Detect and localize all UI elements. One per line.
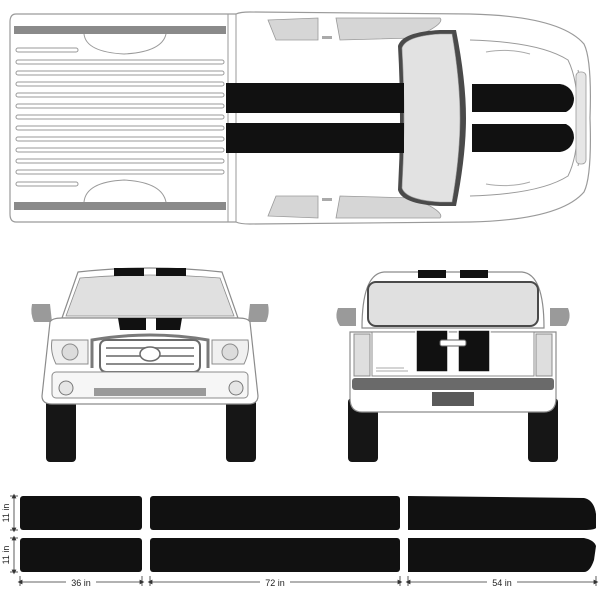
truck-cab bbox=[235, 14, 466, 222]
front-right-mirror bbox=[248, 304, 269, 322]
top-view-stripes bbox=[226, 83, 574, 153]
tailgate-handle bbox=[439, 339, 467, 347]
rear-roof-stripe-left bbox=[418, 270, 446, 278]
stripe-top-upper-hood bbox=[472, 84, 574, 112]
front-roof-stripe-right bbox=[156, 268, 186, 276]
tailgate-stripe-left bbox=[415, 329, 449, 373]
kit-stripe-section-3-top bbox=[408, 496, 596, 530]
rear-right-tire bbox=[528, 398, 558, 462]
bed-rail-bottom bbox=[14, 202, 226, 210]
wheel-well-bottom bbox=[83, 179, 167, 203]
truck-top-view bbox=[9, 11, 591, 225]
rear-roof-stripe-right bbox=[460, 270, 488, 278]
truck-rear-view bbox=[336, 270, 570, 462]
front-right-tire bbox=[226, 398, 256, 462]
door-handle-top bbox=[322, 36, 332, 39]
rear-window bbox=[367, 281, 539, 327]
truck-hood bbox=[469, 39, 587, 197]
rear-left-tire bbox=[348, 398, 378, 462]
side-window-rear-top bbox=[267, 17, 319, 41]
rear-left-taillight bbox=[353, 333, 371, 377]
wheel-well-top bbox=[83, 33, 167, 55]
kit-stripe-section-3-bottom bbox=[408, 538, 596, 572]
front-windshield bbox=[65, 274, 235, 317]
truck-bed bbox=[14, 14, 229, 222]
tailgate-stripe-right bbox=[457, 329, 491, 373]
door-handle-bottom bbox=[322, 198, 332, 201]
dimension-width-top: 11 in bbox=[1, 504, 11, 523]
stripe-top-lower-cab bbox=[226, 123, 404, 153]
rear-right-taillight bbox=[535, 333, 553, 377]
stripe-kit-layout: 11 in 11 in 36 in 72 in 54 in bbox=[1, 493, 599, 588]
bed-ribs bbox=[15, 47, 225, 187]
width-dimension-lines bbox=[10, 493, 18, 575]
front-bull-bar bbox=[90, 333, 210, 368]
front-lower-grille bbox=[94, 388, 206, 396]
front-hood-stripe-right bbox=[156, 318, 182, 330]
dimension-section-1: 36 in bbox=[71, 578, 91, 588]
front-hood-stripe-left bbox=[118, 318, 146, 330]
side-window-rear-bottom bbox=[267, 195, 319, 219]
rear-bumper bbox=[352, 378, 554, 390]
rear-left-mirror bbox=[336, 308, 356, 326]
kit-stripe-section-2-top bbox=[150, 496, 400, 530]
rear-right-mirror bbox=[550, 308, 570, 326]
kit-stripe-section-1-bottom bbox=[20, 538, 142, 572]
stripe-top-upper-cab bbox=[226, 83, 404, 113]
front-right-foglight bbox=[228, 380, 244, 396]
windshield bbox=[401, 33, 461, 203]
bed-rail-top bbox=[14, 26, 226, 34]
kit-stripe-section-2-bottom bbox=[150, 538, 400, 572]
front-left-foglight bbox=[58, 380, 74, 396]
dimension-section-2: 72 in bbox=[265, 578, 285, 588]
dimension-width-bottom: 11 in bbox=[1, 546, 11, 565]
stripe-top-lower-hood bbox=[472, 124, 574, 152]
front-left-mirror bbox=[31, 304, 52, 322]
front-roof-stripe-left bbox=[114, 268, 144, 276]
truck-front-view bbox=[31, 267, 269, 462]
front-emblem bbox=[139, 346, 161, 362]
front-left-tire bbox=[46, 398, 76, 462]
tailgate bbox=[371, 331, 535, 377]
kit-stripe-section-1-top bbox=[20, 496, 142, 530]
rear-license-area bbox=[432, 392, 474, 406]
front-bumper-top bbox=[575, 71, 587, 165]
dimension-section-3: 54 in bbox=[492, 578, 512, 588]
